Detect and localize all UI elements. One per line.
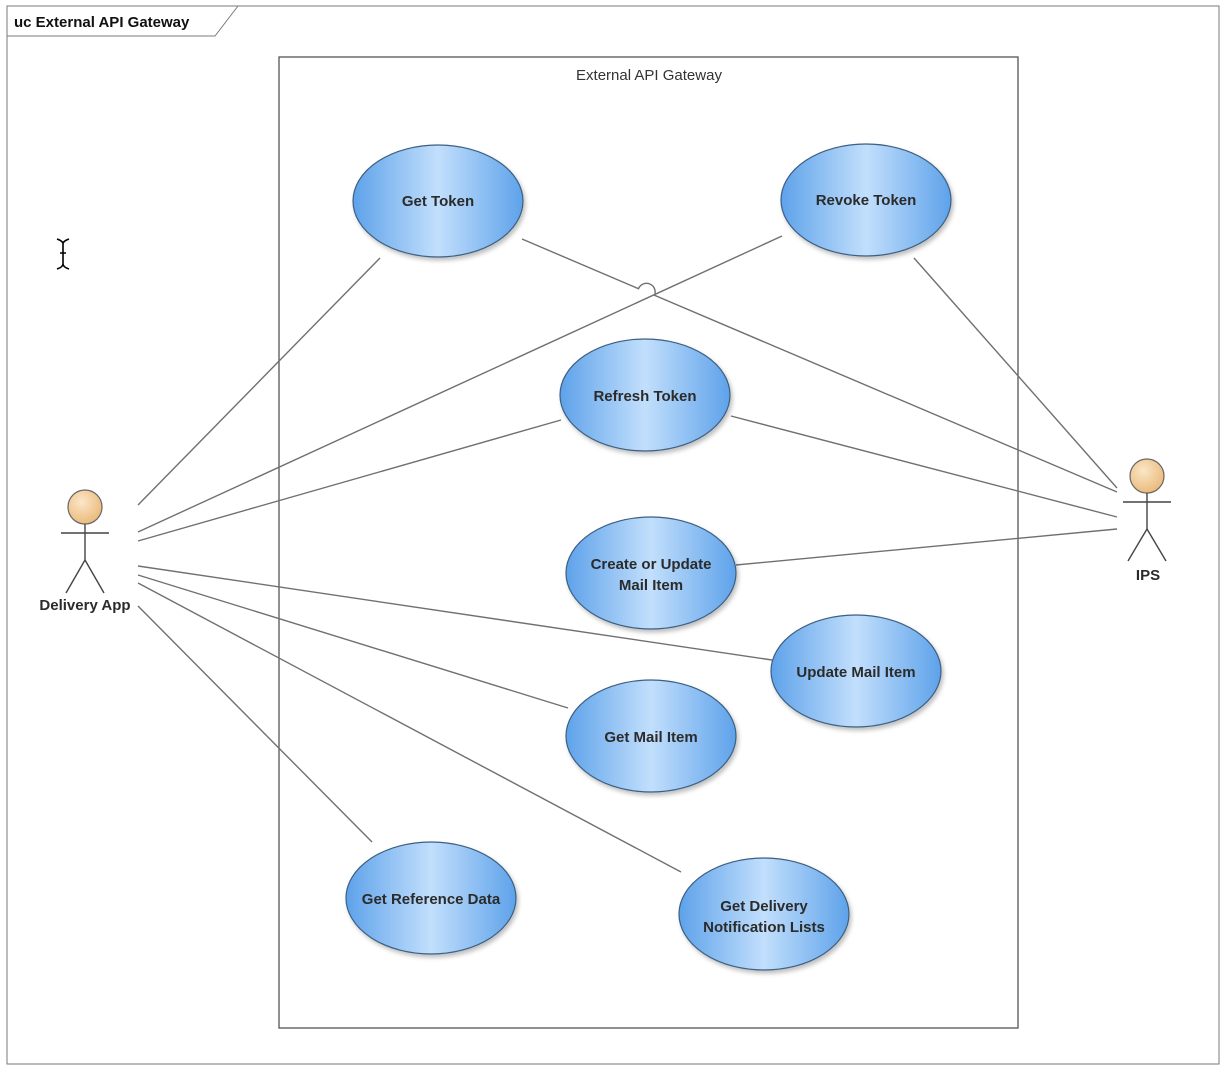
actor-delivery-app[interactable]: Delivery App bbox=[39, 489, 131, 614]
assoc-ips-refresh-token bbox=[730, 415, 1118, 518]
actor-head-icon bbox=[67, 489, 103, 525]
use-case-label-line1: Get Delivery bbox=[720, 898, 808, 915]
use-case-update-mail-item[interactable]: Update Mail Item bbox=[770, 614, 942, 728]
use-case-get-token[interactable]: Get Token bbox=[352, 144, 524, 258]
use-case-get-mail-item[interactable]: Get Mail Item bbox=[565, 679, 737, 793]
assoc-delivery-get-reference-data bbox=[137, 605, 373, 843]
diagram-frame: uc External API Gateway bbox=[6, 5, 1220, 1065]
use-case-label: Get Token bbox=[402, 193, 474, 210]
use-case-label-line1: Create or Update bbox=[591, 556, 712, 573]
use-case-label: Refresh Token bbox=[593, 388, 696, 405]
text-cursor-icon bbox=[56, 238, 70, 270]
use-case-label: Get Reference Data bbox=[362, 891, 501, 908]
boundary-title: External API Gateway bbox=[576, 67, 722, 84]
assoc-ips-create-update bbox=[735, 528, 1118, 566]
use-case-label-line2: Mail Item bbox=[619, 577, 683, 594]
associations-delivery-app bbox=[137, 235, 783, 873]
use-case-get-reference-data[interactable]: Get Reference Data bbox=[345, 841, 517, 955]
assoc-ips-revoke-token bbox=[913, 257, 1118, 489]
use-case-label: Get Mail Item bbox=[604, 729, 697, 746]
assoc-delivery-update-mail-item bbox=[137, 565, 773, 661]
actor-label: Delivery App bbox=[39, 597, 130, 614]
assoc-ips-get-token bbox=[521, 238, 1118, 493]
use-case-create-or-update-mail-item[interactable]: Create or Update Mail Item bbox=[565, 516, 737, 630]
use-case-label: Update Mail Item bbox=[796, 664, 915, 681]
assoc-delivery-get-mail-item bbox=[137, 574, 569, 709]
assoc-delivery-revoke-token bbox=[137, 235, 783, 533]
actor-label: IPS bbox=[1136, 567, 1160, 584]
use-case-get-delivery-notification-lists[interactable]: Get Delivery Notification Lists bbox=[678, 857, 850, 971]
assoc-delivery-refresh-token bbox=[137, 419, 562, 542]
assoc-delivery-get-token bbox=[137, 257, 381, 506]
use-case-label: Revoke Token bbox=[816, 192, 917, 209]
associations-ips bbox=[521, 238, 1118, 566]
frame-title: uc External API Gateway bbox=[14, 14, 190, 31]
assoc-delivery-get-delivery-lists bbox=[137, 582, 682, 873]
use-case-revoke-token[interactable]: Revoke Token bbox=[780, 143, 952, 257]
actor-head-icon bbox=[1129, 458, 1165, 494]
use-case-refresh-token[interactable]: Refresh Token bbox=[559, 338, 731, 452]
use-case-label-line2: Notification Lists bbox=[703, 919, 825, 936]
actor-ips[interactable]: IPS bbox=[1123, 458, 1171, 584]
